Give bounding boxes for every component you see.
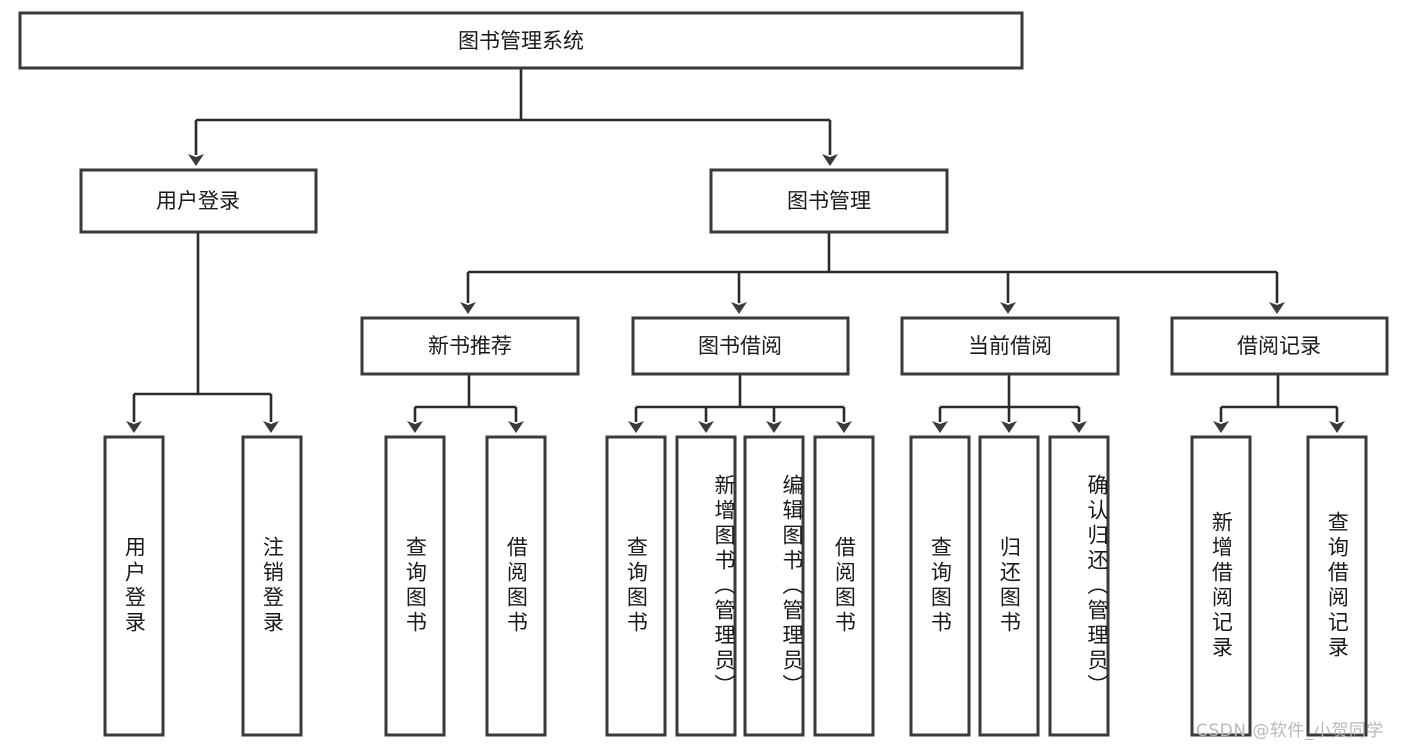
node-new-book-recommend[interactable]: 新书推荐 xyxy=(360,316,580,376)
node-leaf-query-record[interactable] xyxy=(1306,435,1368,737)
node-leaf-return-book[interactable] xyxy=(978,435,1040,737)
node-user-login-label: 用户登录 xyxy=(156,189,240,213)
connector-borrowrecord-bus xyxy=(1213,374,1345,433)
node-current-borrow[interactable]: 当前借阅 xyxy=(900,316,1120,376)
node-root-label: 图书管理系统 xyxy=(458,29,584,53)
node-book-borrow-label: 图书借阅 xyxy=(698,334,782,358)
node-leaf-add-record[interactable] xyxy=(1190,435,1252,737)
node-borrow-record-label: 借阅记录 xyxy=(1237,334,1321,358)
node-leaf-borrow-book-2[interactable] xyxy=(813,435,875,737)
node-leaf-add-book[interactable] xyxy=(675,435,737,737)
node-leaf-confirm-return[interactable] xyxy=(1048,435,1110,737)
node-leaf-query-book-1[interactable] xyxy=(384,435,446,737)
node-root[interactable]: 图书管理系统 xyxy=(18,11,1024,70)
csdn-watermark: CSDN @软件_小贺同学 xyxy=(1196,721,1384,741)
connector-bookmanage-bus xyxy=(460,232,1285,314)
connector-bookborrow-bus xyxy=(628,374,852,433)
node-book-borrow[interactable]: 图书借阅 xyxy=(631,316,850,376)
node-new-book-recommend-label: 新书推荐 xyxy=(428,334,512,358)
connector-root-bus xyxy=(188,68,838,166)
connector-currentborrow-bus xyxy=(932,374,1087,433)
node-current-borrow-label: 当前借阅 xyxy=(968,334,1052,358)
node-book-manage-label: 图书管理 xyxy=(787,189,871,213)
node-leaf-user-login[interactable] xyxy=(103,435,165,737)
node-book-manage[interactable]: 图书管理 xyxy=(709,168,949,234)
node-leaf-borrow-book-1[interactable] xyxy=(485,435,547,737)
node-leaf-query-book-2[interactable] xyxy=(605,435,667,737)
node-borrow-record[interactable]: 借阅记录 xyxy=(1170,316,1389,376)
node-leaf-query-book-3[interactable] xyxy=(909,435,971,737)
node-leaf-logout[interactable] xyxy=(241,435,303,737)
node-user-login[interactable]: 用户登录 xyxy=(79,168,318,234)
connector-newbook-bus xyxy=(407,374,524,433)
node-leaf-edit-book[interactable] xyxy=(743,435,805,737)
connector-userlogin-bus xyxy=(126,232,279,433)
